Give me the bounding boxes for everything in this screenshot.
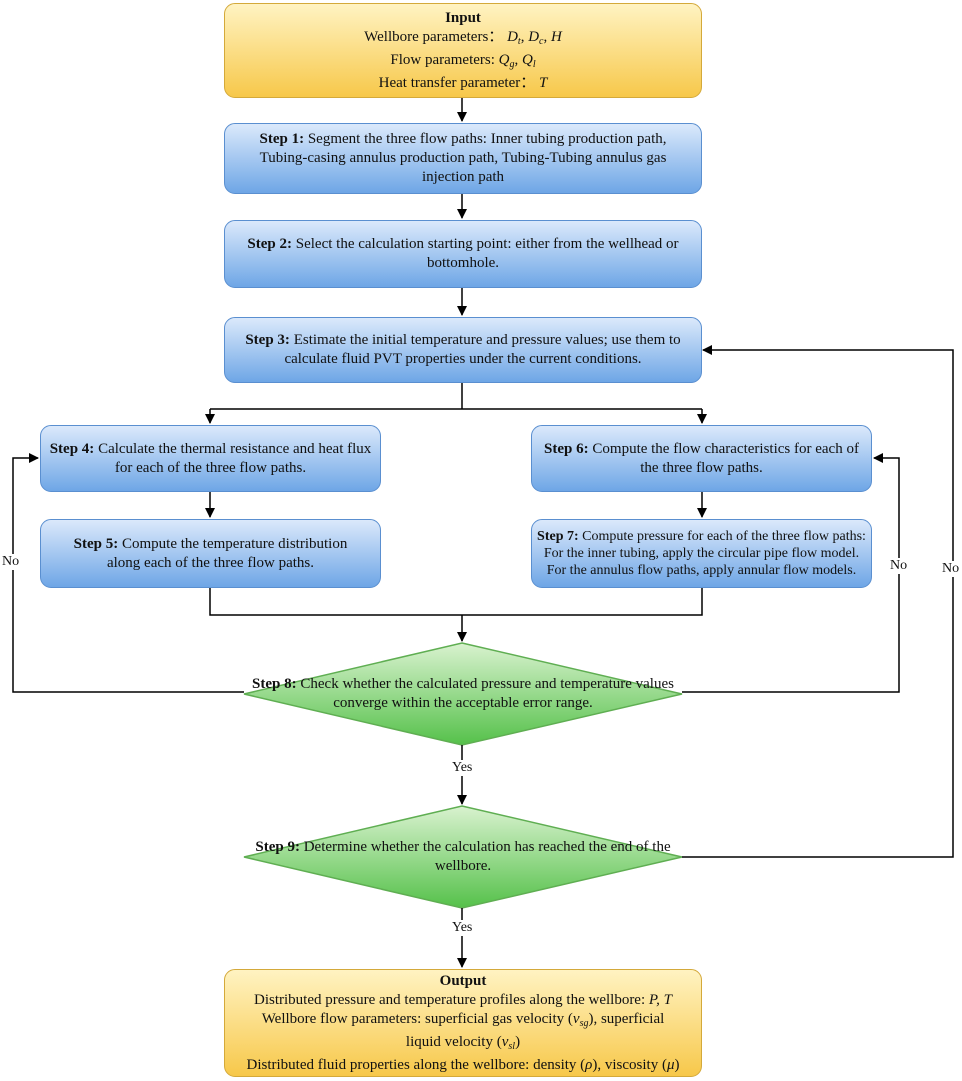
step9-label: Step 9: — [255, 839, 300, 855]
arrow-step8-no-step6 — [682, 453, 900, 693]
step7-label: Step 7: — [537, 529, 579, 544]
output-title: Output — [439, 972, 487, 989]
step2-label: Step 2: — [247, 236, 293, 252]
step1-text: Segment the three flow paths: Inner tubi… — [259, 131, 667, 185]
step1-box: Step 1: Segment the three flow paths: In… — [224, 123, 702, 194]
step8-text-block: Step 8: Check whether the calculated pre… — [244, 675, 682, 713]
label-no-right: No — [888, 558, 910, 574]
input-wellbore-line: Wellbore parameters： Dt, Dc, H — [364, 28, 562, 47]
step6-box: Step 6: Compute the flow characteristics… — [531, 425, 872, 492]
step3-box: Step 3: Estimate the initial temperature… — [224, 317, 702, 383]
step6-text: Compute the flow characteristics for eac… — [592, 440, 859, 476]
step4-label: Step 4: — [49, 440, 95, 457]
label-no-left: No — [0, 554, 22, 570]
step2-box: Step 2: Select the calculation starting … — [224, 220, 702, 288]
output-line-1: Distributed pressure and temperature pro… — [254, 991, 672, 1008]
step2-content: Step 2: Select the calculation starting … — [239, 235, 687, 273]
arrow-step9-no-step3 — [682, 345, 954, 858]
step6-content: Step 6: Compute the flow characteristics… — [538, 440, 865, 478]
step8-label: Step 8: — [252, 676, 297, 692]
input-title: Input — [445, 9, 481, 26]
step3-label: Step 3: — [245, 332, 290, 348]
step7-box: Step 7: Compute pressure for each of the… — [531, 519, 872, 588]
label-no-far-right: No — [940, 561, 962, 577]
line-step5-merge — [209, 588, 703, 616]
step4-box: Step 4: Calculate the thermal resistance… — [40, 425, 381, 492]
step5-text: Compute the temperature distribution alo… — [106, 535, 348, 571]
step8-text: Check whether the calculated pressure an… — [300, 676, 674, 711]
step4-content: Step 4: Calculate the thermal resistance… — [49, 440, 372, 478]
output-line-3: liquid velocity (vsl) — [405, 1033, 521, 1052]
step1-content: Step 1: Segment the three flow paths: In… — [255, 130, 671, 187]
arrow-step8-no-step4 — [12, 453, 244, 693]
step1-label: Step 1: — [259, 131, 305, 147]
step7-content: Step 7: Compute pressure for each of the… — [536, 528, 867, 579]
step3-content: Step 3: Estimate the initial temperature… — [245, 331, 681, 369]
output-box: Output Distributed pressure and temperat… — [224, 969, 702, 1077]
step6-label: Step 6: — [544, 440, 589, 457]
step5-content: Step 5: Compute the temperature distribu… — [61, 535, 360, 573]
step9-text: Determine whether the calculation has re… — [303, 839, 671, 874]
step5-label: Step 5: — [73, 535, 119, 552]
input-flow-line: Flow parameters: Qg, Ql — [390, 51, 536, 70]
output-line-4: Distributed fluid properties along the w… — [246, 1056, 680, 1073]
output-line-2: Wellbore flow parameters: superficial ga… — [261, 1010, 665, 1029]
input-box: Input Wellbore parameters： Dt, Dc, H Flo… — [224, 3, 702, 98]
label-yes-step8: Yes — [450, 760, 475, 776]
label-yes-step9: Yes — [450, 920, 475, 936]
step3-text: Estimate the initial temperature and pre… — [284, 332, 681, 367]
step2-text: Select the calculation starting point: e… — [295, 236, 679, 271]
step5-box: Step 5: Compute the temperature distribu… — [40, 519, 381, 588]
step4-text: Calculate the thermal resistance and hea… — [98, 440, 372, 476]
input-heat-line: Heat transfer parameter： T — [378, 74, 548, 91]
step9-text-block: Step 9: Determine whether the calculatio… — [244, 838, 682, 876]
step7-text: Compute pressure for each of the three f… — [543, 529, 866, 578]
